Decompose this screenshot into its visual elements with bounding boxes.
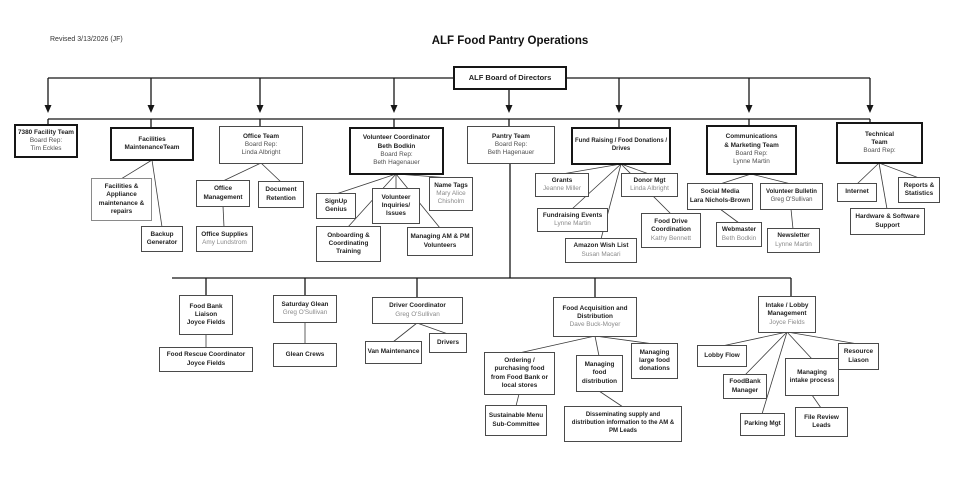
node-volunteer-coordinator: Volunteer Coordinator Beth Bodkin Board … bbox=[349, 127, 444, 175]
node-foodbank-manager: FoodBank Manager bbox=[723, 374, 767, 399]
node-communications-marketing-team: Communications & Marketing Team Board Re… bbox=[706, 125, 797, 175]
node-ordering-purchasing-food: Ordering / purchasing food from Food Ban… bbox=[484, 352, 555, 395]
node-office-supplies: Office Supplies Amy Lundstrom bbox=[196, 226, 253, 252]
node-donor-mgt: Donor Mgt Linda Albright bbox=[621, 173, 678, 197]
node-alf-board-of-directors: ALF Board of Directors bbox=[453, 66, 567, 90]
page-title: ALF Food Pantry Operations bbox=[431, 35, 589, 47]
node-social-media: Social Media Lara Nichols-Brown bbox=[687, 183, 753, 210]
node-amazon-wish-list: Amazon Wish List Susan Macari bbox=[565, 238, 637, 263]
node-food-bank-liaison: Food Bank Liaison Joyce Fields bbox=[179, 295, 233, 335]
node-document-retention: Document Retention bbox=[258, 181, 304, 208]
revised-date-label: Revised 3/13/2026 (JF) bbox=[50, 36, 123, 43]
node-drivers: Drivers bbox=[429, 333, 467, 353]
node-signup-genius: SignUp Genius bbox=[316, 193, 356, 219]
node-file-review-leads: File Review Leads bbox=[795, 407, 848, 437]
arrowheads bbox=[44, 105, 874, 113]
node-managing-intake-process: Managing intake process bbox=[785, 358, 839, 396]
node-internet: Internet bbox=[837, 183, 877, 202]
node-pantry-team: Pantry Team Board Rep: Beth Hagenauer bbox=[467, 126, 555, 164]
node-intake-lobby-management: Intake / Lobby Management Joyce Fields bbox=[758, 296, 816, 333]
node-facilities-maintenance-team: Facilities MaintenanceTeam bbox=[110, 127, 194, 161]
node-driver-coordinator: Driver Coordinator Greg O'Sullivan bbox=[372, 297, 463, 324]
node-7380-facility-team: 7380 Facility Team Board Rep: Tim Eckles bbox=[14, 124, 78, 158]
node-volunteer-inquiries-issues: Volunteer Inquiries/ Issues bbox=[372, 188, 420, 224]
node-backup-generator: Backup Generator bbox=[141, 226, 183, 252]
node-food-acquisition-distribution: Food Acquisition and Distribution Dave B… bbox=[553, 297, 637, 337]
node-managing-am-pm-volunteers: Managing AM & PM Volunteers bbox=[407, 227, 473, 256]
node-glean-crews: Glean Crews bbox=[273, 343, 337, 367]
node-food-drive-coordination: Food Drive Coordination Kathy Bennett bbox=[641, 213, 701, 248]
node-van-maintenance: Van Maintenance bbox=[365, 341, 422, 364]
node-sustainable-menu-sub-committee: Sustainable Menu Sub-Committee bbox=[485, 405, 547, 436]
node-fundraising-events: Fundraising Events Lynne Martin bbox=[537, 208, 608, 232]
node-name-tags: Name Tags Mary Alice Chisholm bbox=[429, 177, 473, 211]
node-fund-raising-food-donations-drives: Fund Raising / Food Donations / Drives bbox=[571, 127, 671, 165]
node-newsletter: Newsletter Lynne Martin bbox=[767, 228, 820, 253]
node-disseminating-supply-distribution: Disseminating supply and distribution in… bbox=[564, 406, 682, 442]
node-resource-liason: Resource Liason bbox=[838, 343, 879, 370]
node-reports-statistics: Reports & Statistics bbox=[898, 177, 940, 203]
node-food-rescue-coordinator: Food Rescue Coordinator Joyce Fields bbox=[159, 347, 253, 372]
node-webmaster: Webmaster Beth Bodkin bbox=[716, 222, 762, 247]
node-saturday-glean: Saturday Glean Greg O'Sullivan bbox=[273, 295, 337, 323]
node-managing-large-food-donations: Managing large food donations bbox=[631, 343, 678, 379]
node-parking-mgt: Parking Mgt bbox=[740, 413, 785, 436]
node-facilities-appliance-maintenance: Facilities & Appliance maintenance & rep… bbox=[91, 178, 152, 221]
node-lobby-flow: Lobby Flow bbox=[697, 345, 747, 367]
node-grants: Grants Jeanne Miller bbox=[535, 173, 589, 197]
node-technical-team: Technical Team Board Rep: bbox=[836, 122, 923, 164]
node-managing-food-distribution: Managing food distribution bbox=[576, 355, 623, 392]
node-office-team: Office Team Board Rep: Linda Albright bbox=[219, 126, 303, 164]
node-onboarding-coordinating-training: Onboarding & Coordinating Training bbox=[316, 226, 381, 262]
node-hardware-software-support: Hardware & Software Support bbox=[850, 208, 925, 235]
node-office-management: Office Management bbox=[196, 180, 250, 207]
node-volunteer-bulletin: Volunteer Bulletin Greg O'Sullivan bbox=[760, 183, 823, 210]
